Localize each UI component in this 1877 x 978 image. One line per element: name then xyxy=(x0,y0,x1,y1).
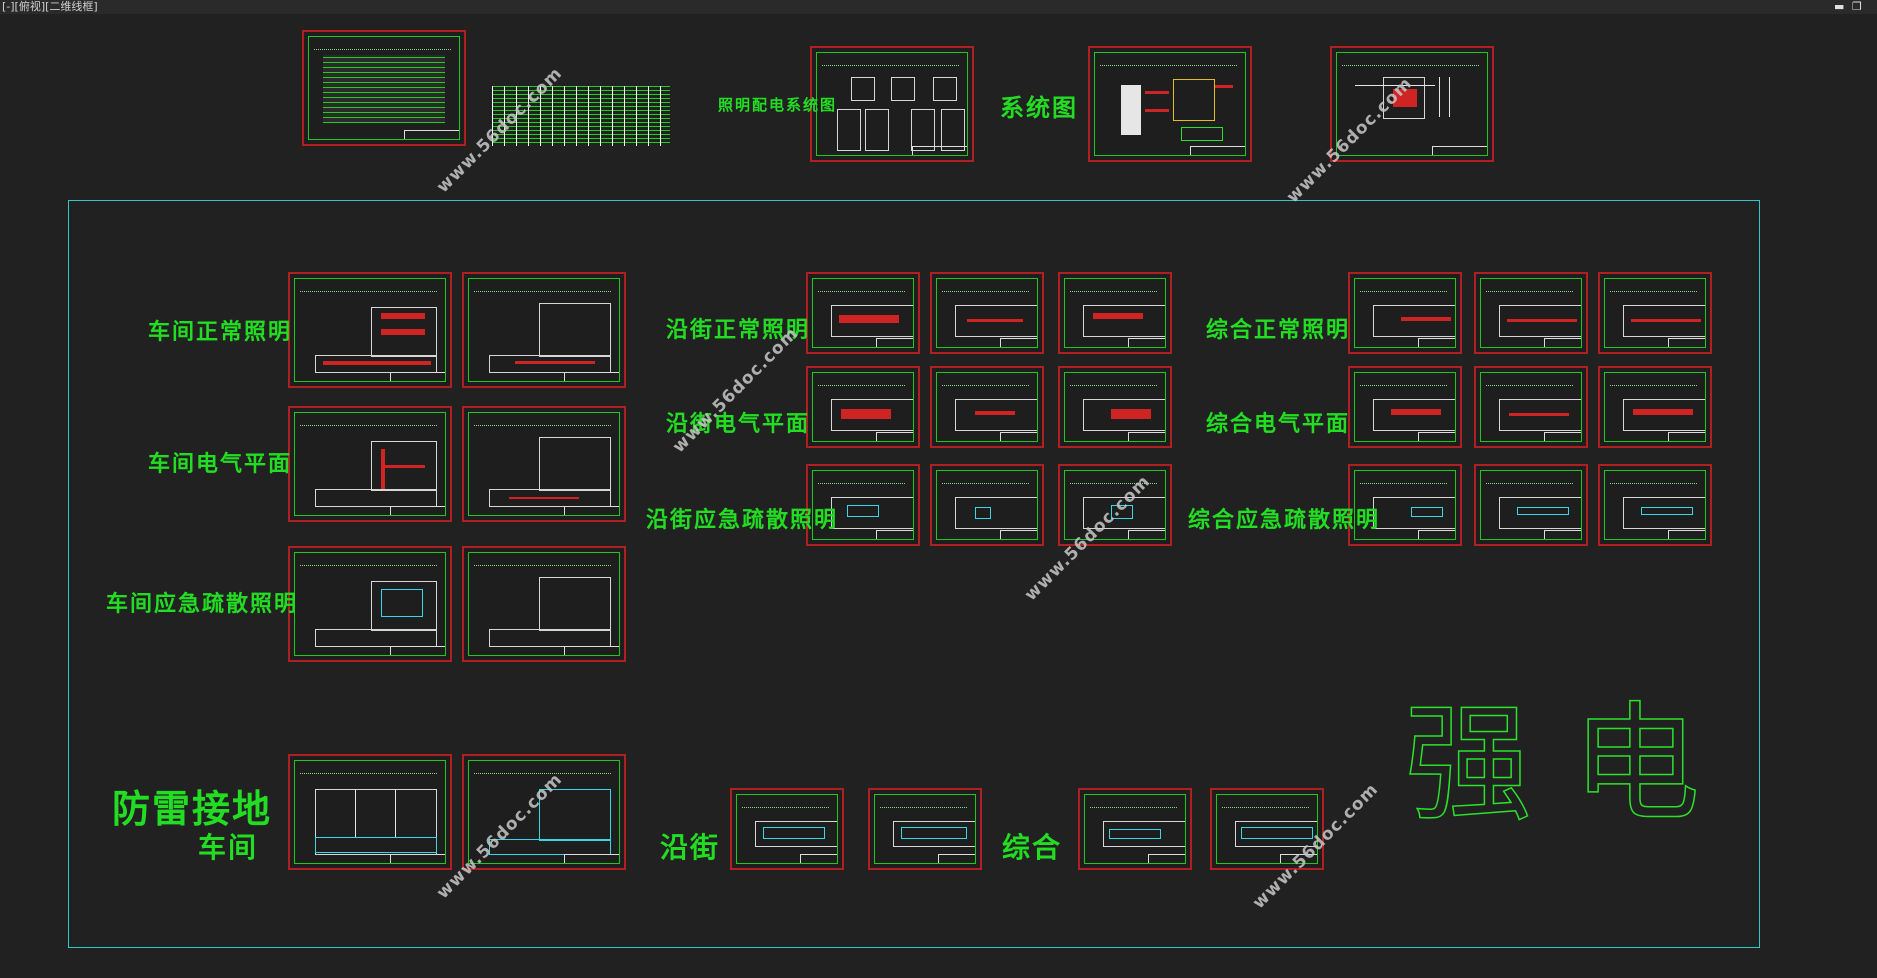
street-normal-sheet-2[interactable] xyxy=(930,272,1044,354)
complex-electrical-sheet-1[interactable] xyxy=(1348,366,1462,448)
complex-emergency-sheet-1[interactable] xyxy=(1348,464,1462,546)
street-normal-sheet-3[interactable] xyxy=(1058,272,1172,354)
complex-electrical-sheet-3[interactable] xyxy=(1598,366,1712,448)
complex-lightning-sheet-2[interactable] xyxy=(1210,788,1324,870)
material-table[interactable] xyxy=(492,86,670,146)
street-lightning-sheet-2[interactable] xyxy=(868,788,982,870)
design-notes-sheet[interactable] xyxy=(302,30,466,146)
street-lightning-label[interactable]: 沿街 xyxy=(660,831,721,864)
street-lightning-sheet-1[interactable] xyxy=(730,788,844,870)
complex-normal-sheet-3[interactable] xyxy=(1598,272,1712,354)
workshop-normal-lighting-sheet-2[interactable] xyxy=(462,272,626,388)
strong-current-title[interactable]: 强电 xyxy=(1403,689,1741,840)
workshop-normal-lighting-sheet-1[interactable] xyxy=(288,272,452,388)
workshop-electrical-label[interactable]: 车间电气平面 xyxy=(148,451,293,477)
system-diagram-label[interactable]: 系统图 xyxy=(1000,93,1078,122)
complex-normal-lighting-label[interactable]: 综合正常照明 xyxy=(1206,317,1351,343)
lighting-distribution-system-label[interactable]: 照明配电系统图 xyxy=(718,96,838,114)
street-emergency-label[interactable]: 沿街应急疏散照明 xyxy=(646,507,839,533)
street-emergency-sheet-1[interactable] xyxy=(806,464,920,546)
workshop-emergency-label[interactable]: 车间应急疏散照明 xyxy=(106,591,299,617)
complex-electrical-sheet-2[interactable] xyxy=(1474,366,1588,448)
viewport-titlebar: [-][俯视][二维线框] ▬ ❐ xyxy=(0,0,1877,14)
workshop-lightning-label[interactable]: 车间 xyxy=(198,831,259,864)
workshop-lightning-sheet-2[interactable] xyxy=(462,754,626,870)
complex-normal-sheet-2[interactable] xyxy=(1474,272,1588,354)
system-diagram-sheet[interactable] xyxy=(1088,46,1252,162)
workshop-electrical-sheet-1[interactable] xyxy=(288,406,452,522)
complex-lightning-label[interactable]: 综合 xyxy=(1002,831,1063,864)
workshop-electrical-sheet-2[interactable] xyxy=(462,406,626,522)
viewport-title[interactable]: [-][俯视][二维线框] xyxy=(2,0,98,13)
street-emergency-sheet-3[interactable] xyxy=(1058,464,1172,546)
complex-lightning-sheet-1[interactable] xyxy=(1078,788,1192,870)
restore-icon[interactable]: ❐ xyxy=(1852,0,1862,13)
site-plan-sheet[interactable] xyxy=(1330,46,1494,162)
workshop-lightning-sheet-1[interactable] xyxy=(288,754,452,870)
lighting-distribution-sheet[interactable] xyxy=(810,46,974,162)
complex-emergency-label[interactable]: 综合应急疏散照明 xyxy=(1188,507,1381,533)
minimize-icon[interactable]: ▬ xyxy=(1834,0,1845,13)
street-electrical-sheet-2[interactable] xyxy=(930,366,1044,448)
street-normal-lighting-label[interactable]: 沿街正常照明 xyxy=(666,317,811,343)
strong-current-group-frame xyxy=(68,200,1760,948)
lightning-grounding-label[interactable]: 防雷接地 xyxy=(112,786,273,831)
complex-emergency-sheet-2[interactable] xyxy=(1474,464,1588,546)
street-electrical-label[interactable]: 沿街电气平面 xyxy=(666,411,811,437)
complex-emergency-sheet-3[interactable] xyxy=(1598,464,1712,546)
workshop-emergency-sheet-2[interactable] xyxy=(462,546,626,662)
workshop-emergency-sheet-1[interactable] xyxy=(288,546,452,662)
street-emergency-sheet-2[interactable] xyxy=(930,464,1044,546)
complex-normal-sheet-1[interactable] xyxy=(1348,272,1462,354)
street-normal-sheet-1[interactable] xyxy=(806,272,920,354)
street-electrical-sheet-3[interactable] xyxy=(1058,366,1172,448)
complex-electrical-label[interactable]: 综合电气平面 xyxy=(1206,411,1351,437)
street-electrical-sheet-1[interactable] xyxy=(806,366,920,448)
workshop-normal-lighting-label[interactable]: 车间正常照明 xyxy=(148,319,293,345)
